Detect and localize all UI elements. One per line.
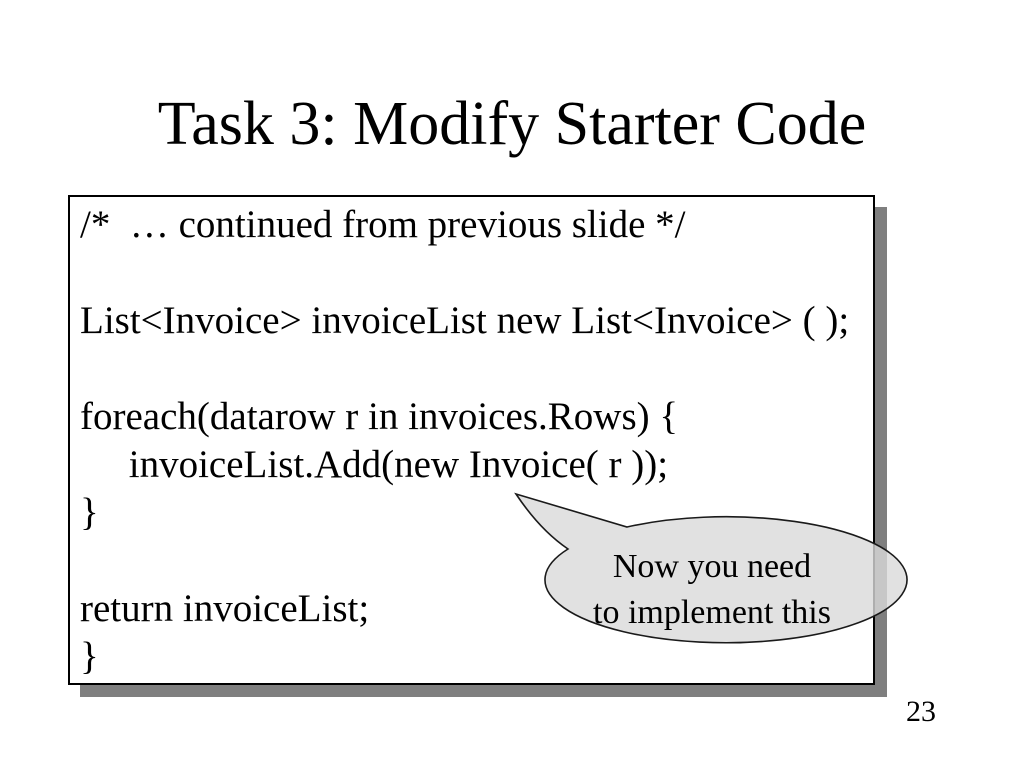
code-line: return invoiceList;	[80, 587, 370, 630]
code-line: /* … continued from previous slide */	[80, 203, 686, 246]
code-line: foreach(datarow r in invoices.Rows) {	[80, 395, 679, 438]
code-line: List<Invoice> invoiceList new List<Invoi…	[80, 299, 850, 342]
speech-bubble-line: to implement this	[593, 594, 831, 631]
code-line	[80, 345, 865, 393]
page-number: 23	[906, 695, 936, 728]
code-line: }	[80, 491, 99, 534]
code-box: /* … continued from previous slide */ Li…	[68, 195, 875, 685]
slide-title: Task 3: Modify Starter Code	[157, 90, 867, 158]
speech-bubble-line: Now you need	[612, 548, 812, 585]
code-line: invoiceList.Add(new Invoice( r ));	[80, 443, 669, 486]
code-line	[80, 249, 865, 297]
code-line: }	[80, 635, 99, 678]
speech-bubble-text: Now you need to implement this	[531, 544, 893, 636]
